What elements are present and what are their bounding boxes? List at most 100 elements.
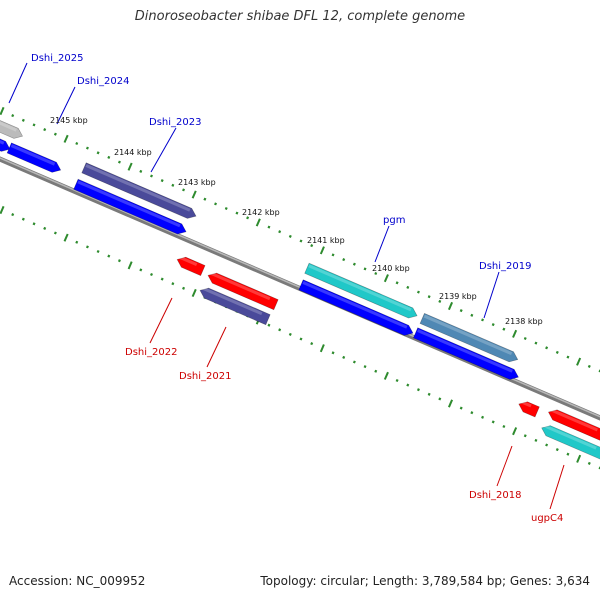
- gene-label-dshi-2019: Dshi_2019: [479, 261, 531, 272]
- tick-mark-outer: [566, 355, 570, 359]
- tick-mark-inner: [416, 388, 420, 392]
- tick-mark-outer: [502, 327, 506, 331]
- tick-mark-outer: [127, 162, 133, 171]
- gene-arrow-ugpc4-upper: [548, 408, 600, 442]
- gene-arrow-dshi-2019: [419, 312, 519, 363]
- tick-mark-outer: [319, 246, 325, 255]
- tick-mark-outer: [545, 346, 549, 350]
- gene-label-dshi-2018: Dshi_2018: [469, 490, 521, 501]
- tick-mark-inner: [171, 282, 175, 286]
- gene-label-pgm: pgm: [383, 215, 405, 226]
- tick-mark-outer: [96, 151, 100, 155]
- leader-dshi-2024: [56, 86, 76, 125]
- gene-arrow-pgm-lower: [298, 279, 414, 336]
- kbp-label-2142: 2142 kbp: [242, 208, 280, 217]
- tick-mark-outer: [11, 114, 15, 118]
- tick-mark-outer: [246, 216, 250, 220]
- tick-mark-inner: [342, 355, 346, 359]
- tick-mark-inner: [182, 286, 186, 290]
- tick-mark-inner: [491, 420, 495, 424]
- tick-mark-inner: [117, 259, 121, 263]
- tick-mark-outer: [267, 225, 271, 229]
- tick-mark-inner: [438, 397, 442, 401]
- map-title: Dinoroseobacter shibae DFL 12, complete …: [134, 9, 466, 24]
- tick-mark-inner: [63, 233, 69, 242]
- label-layer: 2145 kbp 2144 kbp 2143 kbp 2142 kbp 2141…: [31, 53, 563, 524]
- tick-mark-inner: [0, 205, 5, 215]
- tick-mark-outer: [406, 285, 410, 289]
- gene-arrow-dshi-2021: [199, 286, 271, 326]
- leader-dshi-2019: [483, 271, 500, 319]
- gene-arrow-dshi-2023: [73, 178, 187, 235]
- kbp-label-2145: 2145 kbp: [50, 116, 88, 125]
- tick-mark-inner: [406, 383, 410, 387]
- tick-mark-inner: [160, 277, 164, 281]
- tick-mark-outer: [438, 299, 442, 303]
- tick-mark-outer: [363, 267, 367, 271]
- tick-mark-outer: [331, 253, 335, 257]
- genome-summary-text: Topology: circular; Length: 3,789,584 bp…: [260, 574, 590, 588]
- tick-mark-outer: [523, 336, 527, 341]
- tick-mark-inner: [139, 268, 143, 272]
- tick-mark-outer: [299, 239, 303, 243]
- gene-arrow-dshi-2022: [176, 255, 206, 276]
- tick-mark-inner: [21, 217, 25, 221]
- tick-mark-outer: [0, 106, 5, 116]
- tick-mark-inner: [587, 461, 591, 465]
- tick-mark-outer: [171, 183, 175, 187]
- gene-label-dshi-2021: Dshi_2021: [179, 371, 231, 382]
- tick-mark-inner: [427, 392, 431, 396]
- tick-mark-outer: [491, 323, 495, 327]
- gene-arrow-ugpc4: [541, 424, 600, 460]
- gene-label-dshi-2024: Dshi_2024: [77, 76, 129, 87]
- tick-mark-outer: [481, 318, 485, 322]
- tick-mark-outer: [203, 197, 207, 201]
- tick-mark-outer: [191, 190, 197, 199]
- leader-pgm: [374, 225, 390, 263]
- tick-mark-inner: [566, 452, 570, 456]
- tick-mark-outer: [182, 188, 186, 192]
- tick-mark-inner: [481, 415, 485, 419]
- tick-mark-inner: [523, 434, 527, 438]
- tick-mark-inner: [32, 222, 36, 226]
- gene-arrow-dshi-2024: [6, 142, 62, 173]
- tick-mark-inner: [363, 365, 367, 369]
- kbp-label-2140: 2140 kbp: [372, 264, 410, 273]
- kbp-label-2144: 2144 kbp: [114, 148, 152, 157]
- leader-ugpc4: [549, 464, 565, 510]
- tick-mark-outer: [576, 357, 582, 366]
- tick-mark-inner: [534, 438, 538, 442]
- tick-mark-inner: [288, 332, 292, 336]
- tick-mark-outer: [587, 364, 591, 368]
- gene-arrows: [0, 116, 600, 460]
- tick-mark-outer: [75, 141, 79, 146]
- tick-mark-inner: [267, 323, 271, 327]
- gene-arrow-dshi-2018: [518, 400, 540, 418]
- tick-mark-inner: [470, 411, 474, 415]
- tick-mark-inner: [53, 231, 57, 235]
- tick-mark-outer: [352, 262, 356, 266]
- tick-mark-outer: [43, 128, 47, 132]
- tick-mark-outer: [447, 301, 454, 311]
- leader-dshi-2022: [149, 297, 173, 344]
- tick-mark-outer: [214, 202, 218, 206]
- tick-mark-outer: [85, 146, 89, 150]
- tick-mark-outer: [139, 169, 143, 173]
- tick-mark-inner: [278, 328, 282, 332]
- tick-mark-inner: [502, 424, 506, 429]
- tick-mark-inner: [395, 378, 399, 383]
- tick-mark-inner: [96, 249, 100, 254]
- tick-mark-outer: [160, 179, 164, 183]
- tick-mark-outer: [53, 132, 57, 136]
- tick-mark-inner: [576, 454, 582, 463]
- tick-mark-inner: [11, 213, 15, 217]
- tick-mark-outer: [149, 174, 154, 178]
- kbp-label-2138: 2138 kbp: [505, 317, 543, 326]
- tick-mark-outer: [278, 230, 282, 234]
- tick-mark-inner: [383, 371, 389, 380]
- gene-arrow-dshi-2019-lower: [413, 327, 519, 380]
- tick-mark-outer: [383, 274, 389, 283]
- tick-mark-inner: [447, 399, 454, 408]
- kbp-label-2141: 2141 kbp: [307, 236, 345, 245]
- tick-mark-outer: [416, 290, 420, 294]
